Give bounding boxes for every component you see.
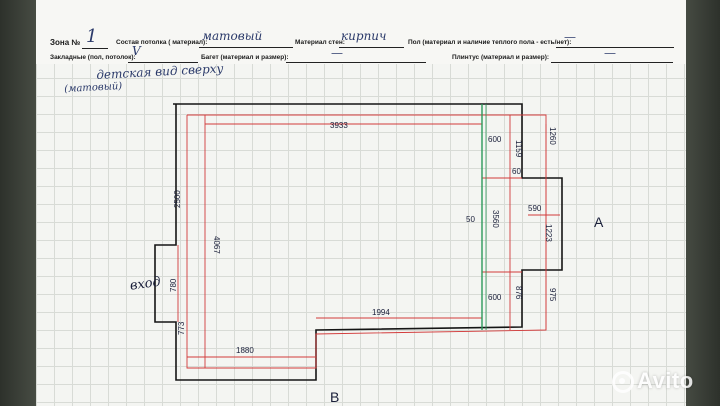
- dim-right-top-a: 600: [488, 135, 502, 144]
- walls-label: Материал стен:: [295, 39, 345, 46]
- dim-right-bottom-c: 975: [548, 288, 557, 302]
- mortgage-value: V: [132, 44, 141, 58]
- dim-niche-width: 590: [528, 204, 542, 213]
- dim-right-bottom-a: 600: [488, 293, 502, 302]
- plinth-value: —: [604, 46, 616, 60]
- floor-label: Пол (материал и наличие теплого пола - е…: [408, 39, 572, 46]
- avito-logo-icon: [612, 371, 634, 394]
- dim-bottom-left: 1880: [236, 346, 254, 355]
- measurement-sheet: Зона № 1 Состав потолка ( материал): мат…: [36, 0, 686, 406]
- inner-contour: [186, 114, 547, 369]
- dim-right-offset: 60: [512, 167, 521, 176]
- outer-wall: [154, 103, 563, 381]
- dim-niche-height: 1223: [544, 224, 553, 242]
- dim-right-inner: 3560: [491, 210, 500, 228]
- dim-right-bottom-b: 876: [514, 286, 523, 300]
- side-b-label: В: [330, 389, 339, 405]
- baguette-label: Багет (материал и размер):: [201, 54, 289, 61]
- watermark: Avito: [612, 368, 694, 394]
- baguette-value: —: [331, 46, 343, 60]
- dim-top-length: 3933: [330, 121, 348, 130]
- desk-background-right: [680, 0, 720, 406]
- desk-background-left: [0, 0, 40, 406]
- dim-right-top-c: 1260: [548, 127, 557, 145]
- mortgage-label: Закладные (пол, потолок):: [50, 54, 136, 61]
- dim-left-height: 2500: [173, 190, 182, 208]
- walls-value: кирпич: [341, 29, 387, 43]
- side-a-label: А: [594, 214, 604, 230]
- zone-label: Зона №: [50, 38, 81, 47]
- ceiling-value: матовый: [202, 29, 263, 43]
- zone-value: 1: [86, 26, 98, 47]
- dim-bottom-middle: 1994: [372, 308, 390, 317]
- dim-door-width: 780: [169, 278, 178, 292]
- dim-right-small: 50: [466, 215, 475, 224]
- dim-left-bottom: 773: [177, 321, 186, 335]
- plinth-label: Плинтус (материал и размер):: [452, 54, 550, 61]
- entrance-label: вход: [129, 275, 162, 294]
- ceiling-label: Состав потолка ( материал):: [116, 39, 208, 46]
- dim-right-top-b: 1159: [514, 140, 523, 158]
- form-header: [36, 0, 686, 64]
- floor-value: —: [564, 30, 576, 44]
- watermark-text: Avito: [637, 368, 694, 393]
- dim-inner-left: 4067: [212, 236, 221, 254]
